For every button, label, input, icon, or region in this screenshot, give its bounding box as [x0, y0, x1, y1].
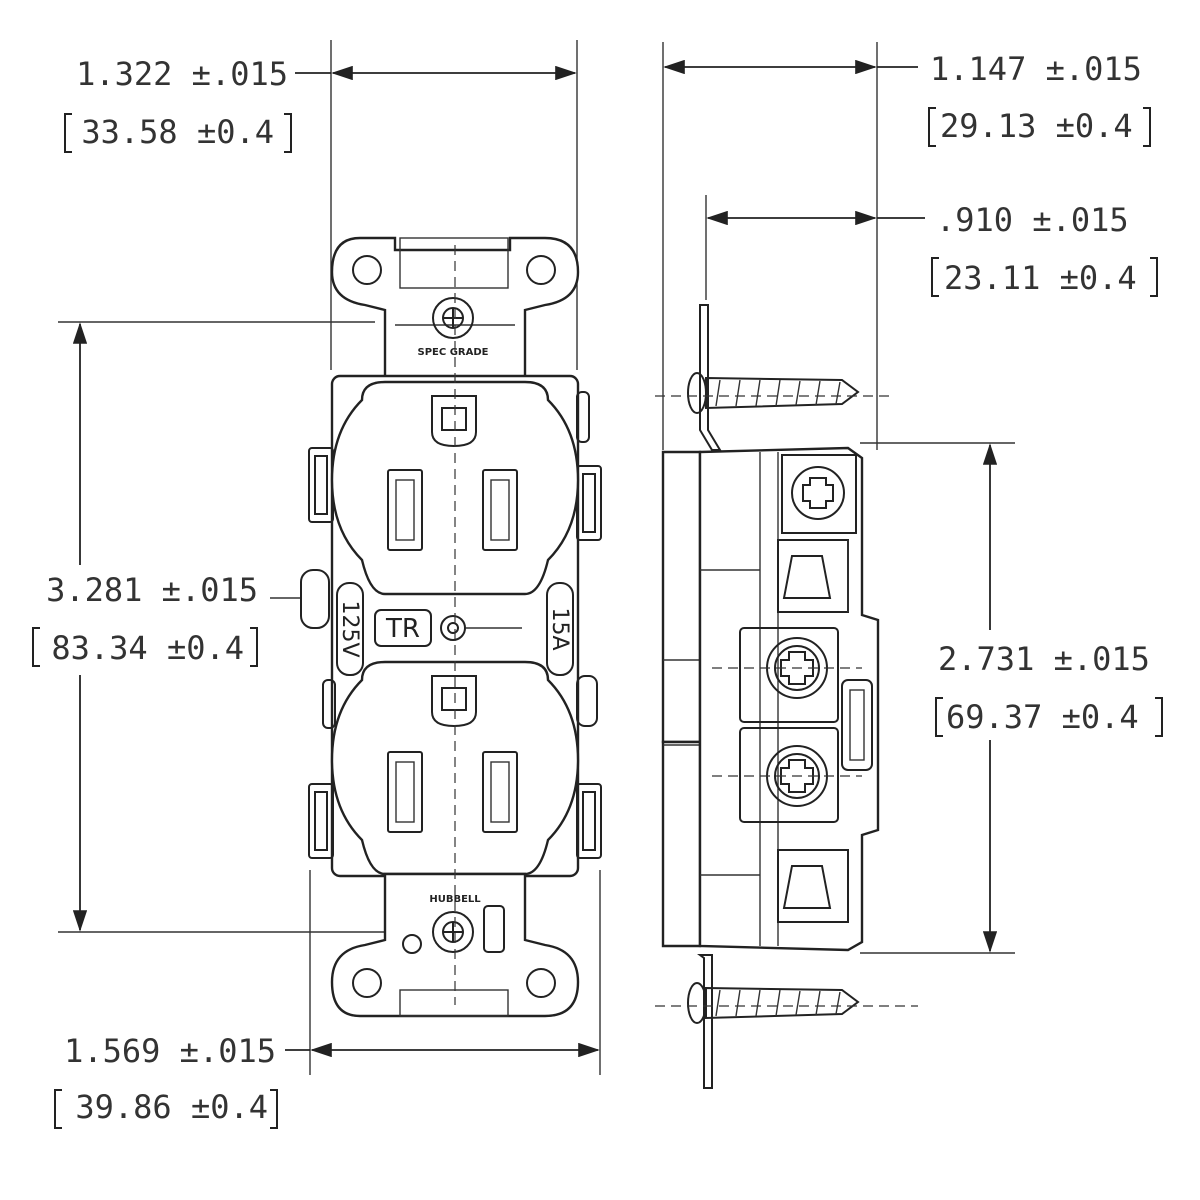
amperage-label: 15A [547, 607, 572, 650]
voltage-label: 125V [337, 600, 362, 657]
side-body-depth-metric: 23.11 ±0.4 [944, 259, 1137, 297]
height-metric: 83.34 ±0.4 [51, 629, 244, 667]
top-strap-text: SPEC GRADE [418, 347, 489, 358]
side-height-metric: 69.37 ±0.4 [946, 698, 1139, 736]
side-view [655, 42, 1015, 1089]
top-width-metric: 33.58 ±0.4 [81, 113, 274, 151]
bottom-strap-text: HUBBELL [429, 894, 481, 905]
side-body-depth-imperial: .910 ±.015 [936, 201, 1129, 239]
side-depth-metric: 29.13 ±0.4 [940, 107, 1133, 145]
top-width-imperial: 1.322 ±.015 [76, 55, 288, 93]
side-depth-imperial: 1.147 ±.015 [930, 50, 1142, 88]
side-height-imperial: 2.731 ±.015 [938, 640, 1150, 678]
front-view: SPEC GRADE 125V 15A TR [58, 40, 602, 1075]
bottom-width-imperial: 1.569 ±.015 [64, 1032, 276, 1070]
tr-mark: TR [385, 614, 420, 644]
bottom-width-metric: 39.86 ±0.4 [75, 1088, 268, 1126]
height-imperial: 3.281 ±.015 [46, 571, 258, 609]
